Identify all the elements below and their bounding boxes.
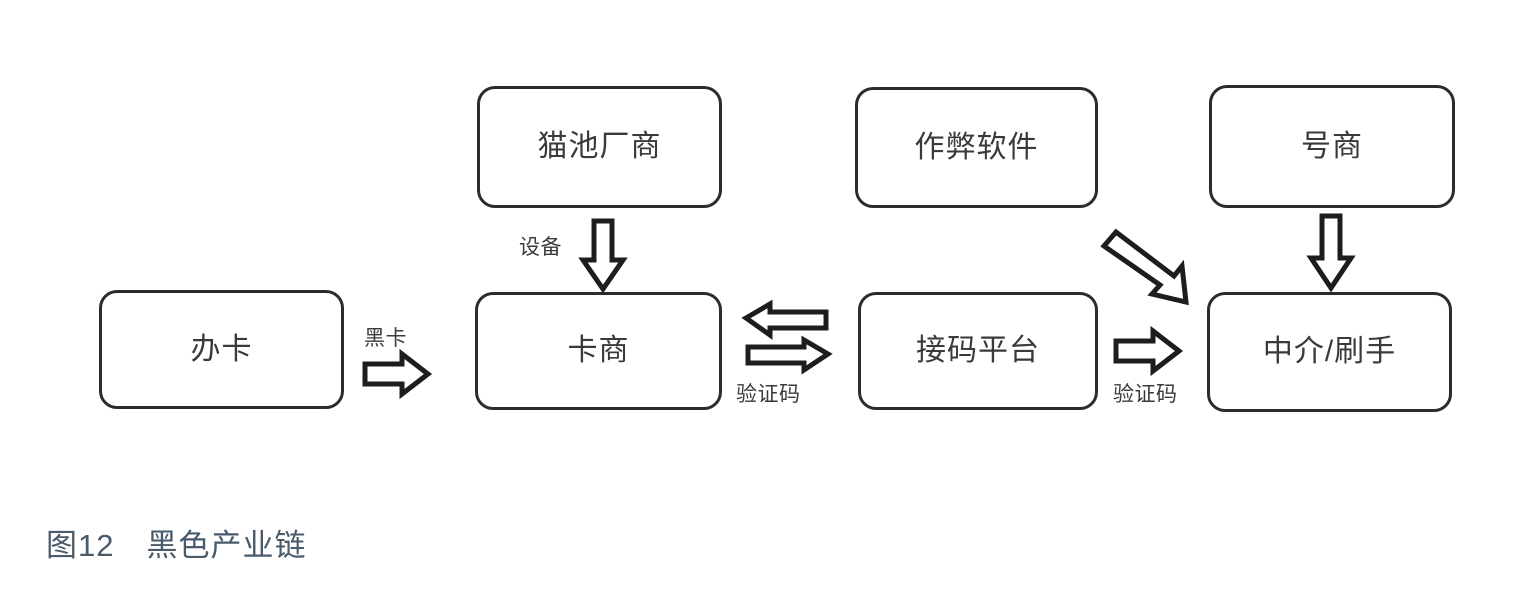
- edge-label-heika: 黑卡: [364, 327, 407, 350]
- node-label: 卡商: [567, 334, 630, 367]
- node-zuobi-ruanjian[interactable]: 作弊软件: [855, 87, 1098, 208]
- arrow-right-banka-to-kashang: [362, 348, 433, 400]
- arrow-down-haoshang-to-zhongjie: [1305, 213, 1357, 293]
- node-maochi-changshang[interactable]: 猫池厂商: [477, 86, 722, 208]
- edge-label-yanzhengma-2: 验证码: [1113, 383, 1178, 406]
- arrow-right-jiema-to-zhongjie: [1113, 325, 1184, 377]
- arrow-bidirectional-kashang-jiema: [741, 299, 833, 375]
- arrow-down-maochi-to-kashang: [577, 218, 629, 294]
- edge-label-shebei: 设备: [519, 236, 562, 259]
- node-jiema-pingtai[interactable]: 接码平台: [858, 292, 1098, 410]
- node-banka[interactable]: 办卡: [99, 290, 344, 409]
- node-kashang[interactable]: 卡商: [475, 292, 722, 410]
- node-label: 号商: [1301, 129, 1363, 163]
- node-label: 作弊软件: [914, 130, 1039, 164]
- arrow-diagonal-zuobi-to-zhongjie: [1096, 228, 1194, 310]
- node-label: 猫池厂商: [537, 130, 662, 163]
- edge-label-yanzhengma-1: 验证码: [736, 383, 801, 406]
- figure-caption: 图12 黑色产业链: [46, 528, 307, 563]
- node-label: 接码平台: [916, 334, 1040, 367]
- node-zhongjie-shuashou[interactable]: 中介/刷手: [1207, 292, 1452, 412]
- node-haoshang[interactable]: 号商: [1209, 85, 1455, 208]
- node-label: 办卡: [190, 332, 253, 366]
- node-label: 中介/刷手: [1262, 335, 1397, 368]
